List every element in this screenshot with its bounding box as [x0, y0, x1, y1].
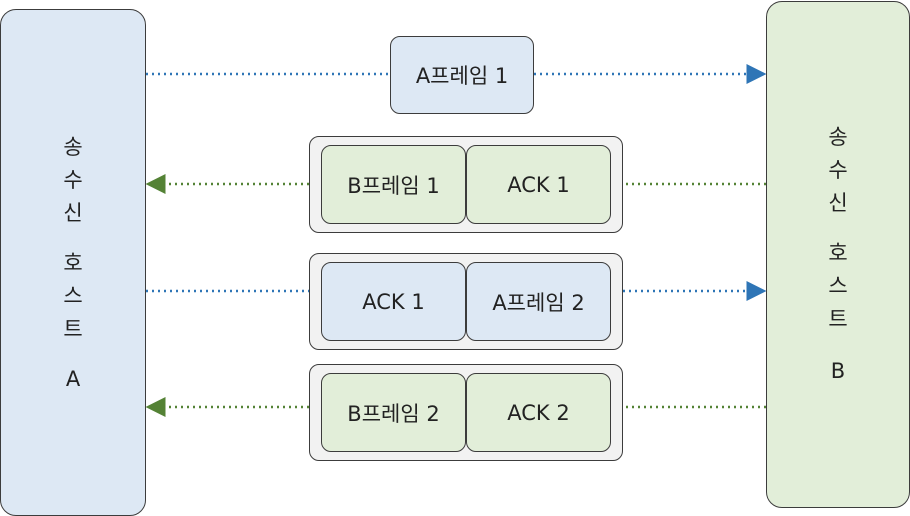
message-group-3: ACK 1 A프레임 2: [309, 253, 623, 350]
host-a-char: 스: [63, 284, 83, 308]
host-a-char: 송: [63, 135, 83, 159]
message-group-2: B프레임 1 ACK 1: [309, 136, 623, 233]
host-b-char: 신: [828, 191, 848, 215]
host-a-box: 송 수 신 호 스 트 A: [0, 9, 146, 516]
host-b-char: 수: [828, 158, 848, 182]
host-a-char: 호: [63, 251, 83, 275]
host-a-char: 트: [63, 317, 83, 341]
host-b-char: B: [830, 359, 846, 383]
frame-b-1: B프레임 1: [321, 145, 466, 224]
frame-ack-1: ACK 1: [466, 145, 611, 224]
frame-a-2: A프레임 2: [466, 262, 611, 341]
host-b-char: 호: [828, 241, 848, 265]
frame-b-2: B프레임 2: [321, 373, 466, 452]
frame-ack-1: ACK 1: [321, 262, 466, 341]
host-b-char: 스: [828, 274, 848, 298]
host-a-char: 신: [63, 201, 83, 225]
host-a-char: 수: [63, 168, 83, 192]
host-a-char: A: [65, 367, 81, 391]
frame-a-1: A프레임 1: [390, 36, 534, 114]
host-b-char: 송: [828, 125, 848, 149]
host-b-box: 송 수 신 호 스 트 B: [766, 1, 910, 508]
frame-ack-2: ACK 2: [466, 373, 611, 452]
message-group-4: B프레임 2 ACK 2: [309, 364, 623, 461]
host-b-char: 트: [828, 307, 848, 331]
